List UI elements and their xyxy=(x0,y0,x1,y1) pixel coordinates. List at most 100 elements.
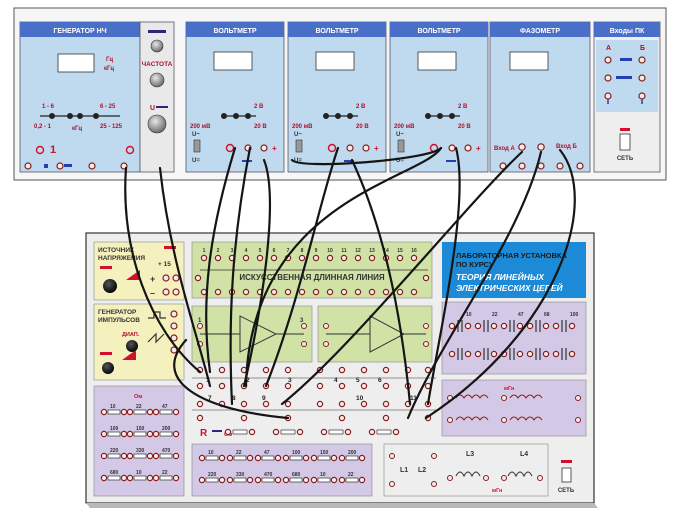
resistor-jack[interactable] xyxy=(274,454,282,462)
line-node-jack-bottom[interactable] xyxy=(382,288,390,296)
resistor-jack[interactable] xyxy=(358,454,366,462)
line-output-jack[interactable] xyxy=(422,274,430,282)
gen-jack-1[interactable] xyxy=(24,162,32,170)
junction-jack[interactable] xyxy=(316,382,324,390)
junction-jack[interactable] xyxy=(284,400,292,408)
line-node-jack-bottom[interactable] xyxy=(368,288,376,296)
voltmeter-range-switch[interactable] xyxy=(347,113,353,119)
resistor-jack[interactable] xyxy=(172,452,180,460)
resistor-jack[interactable] xyxy=(152,408,160,416)
capacitor-jack[interactable] xyxy=(490,322,498,330)
resistor-jack[interactable] xyxy=(310,454,318,462)
junction-jack[interactable] xyxy=(262,400,270,408)
range-switch-4[interactable] xyxy=(93,113,99,119)
capacitor-jack[interactable] xyxy=(568,350,576,358)
resistor-jack[interactable] xyxy=(320,428,328,436)
capacitor-jack[interactable] xyxy=(500,322,508,330)
patch-cord-5[interactable] xyxy=(242,158,271,388)
resistor-jack[interactable] xyxy=(198,476,206,484)
patch-cord-9[interactable] xyxy=(426,146,461,406)
junction-jack[interactable] xyxy=(196,400,204,408)
resistor-jack[interactable] xyxy=(248,428,256,436)
resistor-jack[interactable] xyxy=(152,430,160,438)
junction-jack[interactable] xyxy=(284,366,292,374)
capacitor-jack[interactable] xyxy=(526,322,534,330)
voltmeter-range-switch[interactable] xyxy=(437,113,443,119)
junction-jack[interactable] xyxy=(382,414,390,422)
pulse-amplitude-knob[interactable] xyxy=(102,362,114,374)
patch-cord-3[interactable] xyxy=(205,146,237,374)
line-node-jack-top[interactable] xyxy=(270,254,278,262)
resistor-jack[interactable] xyxy=(330,476,338,484)
resistor-jack[interactable] xyxy=(146,408,154,416)
resistor-jack[interactable] xyxy=(100,408,108,416)
patch-cord-14[interactable] xyxy=(173,338,290,420)
resistor-jack[interactable] xyxy=(224,428,232,436)
voltmeter-range-switch[interactable] xyxy=(233,113,239,119)
board-power-switch[interactable] xyxy=(561,467,572,483)
resistor-jack[interactable] xyxy=(296,428,304,436)
resistor-jack[interactable] xyxy=(392,428,400,436)
resistor-jack[interactable] xyxy=(198,454,206,462)
resistor-jack[interactable] xyxy=(126,474,134,482)
resistor-jack[interactable] xyxy=(344,428,352,436)
junction-jack[interactable] xyxy=(284,382,292,390)
line-node-jack-bottom[interactable] xyxy=(326,288,334,296)
junction-jack[interactable] xyxy=(338,366,346,374)
junction-jack[interactable] xyxy=(262,366,270,374)
resistor-jack[interactable] xyxy=(254,476,262,484)
resistor-jack[interactable] xyxy=(152,474,160,482)
gen-jack-3[interactable] xyxy=(88,162,96,170)
voltmeter-mode-toggle[interactable] xyxy=(193,139,201,153)
line-node-jack-top[interactable] xyxy=(214,254,222,262)
resistor-jack[interactable] xyxy=(146,452,154,460)
junction-jack[interactable] xyxy=(196,414,204,422)
resistor-jack[interactable] xyxy=(146,430,154,438)
amplitude-knob[interactable] xyxy=(147,114,167,134)
junction-jack[interactable] xyxy=(240,400,248,408)
capacitor-jack[interactable] xyxy=(542,322,550,330)
voltmeter-mode-toggle[interactable] xyxy=(295,139,303,153)
line-node-jack-bottom[interactable] xyxy=(298,288,306,296)
range-switch-3[interactable] xyxy=(77,113,83,119)
voltage-source-knob[interactable] xyxy=(103,279,117,293)
junction-jack[interactable] xyxy=(338,382,346,390)
line-node-jack-top[interactable] xyxy=(200,254,208,262)
range-switch-1[interactable] xyxy=(49,113,55,119)
line-node-jack-top[interactable] xyxy=(242,254,250,262)
phasemeter-input-b-jack[interactable] xyxy=(537,143,545,151)
resistor-jack[interactable] xyxy=(246,476,254,484)
resistor-jack[interactable] xyxy=(330,454,338,462)
line-node-jack-bottom[interactable] xyxy=(214,288,222,296)
pk-jack-a1[interactable] xyxy=(604,56,612,64)
capacitor-jack[interactable] xyxy=(516,322,524,330)
voltage-source-jack-plus[interactable] xyxy=(162,274,170,282)
junction-jack[interactable] xyxy=(360,366,368,374)
line-node-jack-bottom[interactable] xyxy=(354,288,362,296)
capacitor-jack[interactable] xyxy=(516,350,524,358)
resistor-jack[interactable] xyxy=(100,430,108,438)
line-node-jack-bottom[interactable] xyxy=(284,288,292,296)
junction-jack[interactable] xyxy=(338,414,346,422)
line-node-jack-top[interactable] xyxy=(298,254,306,262)
resistor-jack[interactable] xyxy=(172,474,180,482)
phasemeter-input-a-jack[interactable] xyxy=(518,143,526,151)
resistor-jack[interactable] xyxy=(120,408,128,416)
resistor-jack[interactable] xyxy=(218,454,226,462)
resistor-jack[interactable] xyxy=(100,474,108,482)
junction-jack[interactable] xyxy=(382,366,390,374)
resistor-jack[interactable] xyxy=(120,430,128,438)
line-node-jack-top[interactable] xyxy=(410,254,418,262)
line-input-jack[interactable] xyxy=(194,274,202,282)
voltmeter-range-switch[interactable] xyxy=(323,113,329,119)
capacitor-jack[interactable] xyxy=(526,350,534,358)
line-node-jack-top[interactable] xyxy=(340,254,348,262)
voltmeter-range-switch[interactable] xyxy=(221,113,227,119)
junction-jack[interactable] xyxy=(316,400,324,408)
resistor-jack[interactable] xyxy=(226,476,234,484)
voltmeter-jack-plus[interactable] xyxy=(448,144,456,152)
range-switch-2[interactable] xyxy=(67,113,73,119)
line-node-jack-top[interactable] xyxy=(396,254,404,262)
resistor-jack[interactable] xyxy=(120,474,128,482)
resistor-jack[interactable] xyxy=(310,476,318,484)
